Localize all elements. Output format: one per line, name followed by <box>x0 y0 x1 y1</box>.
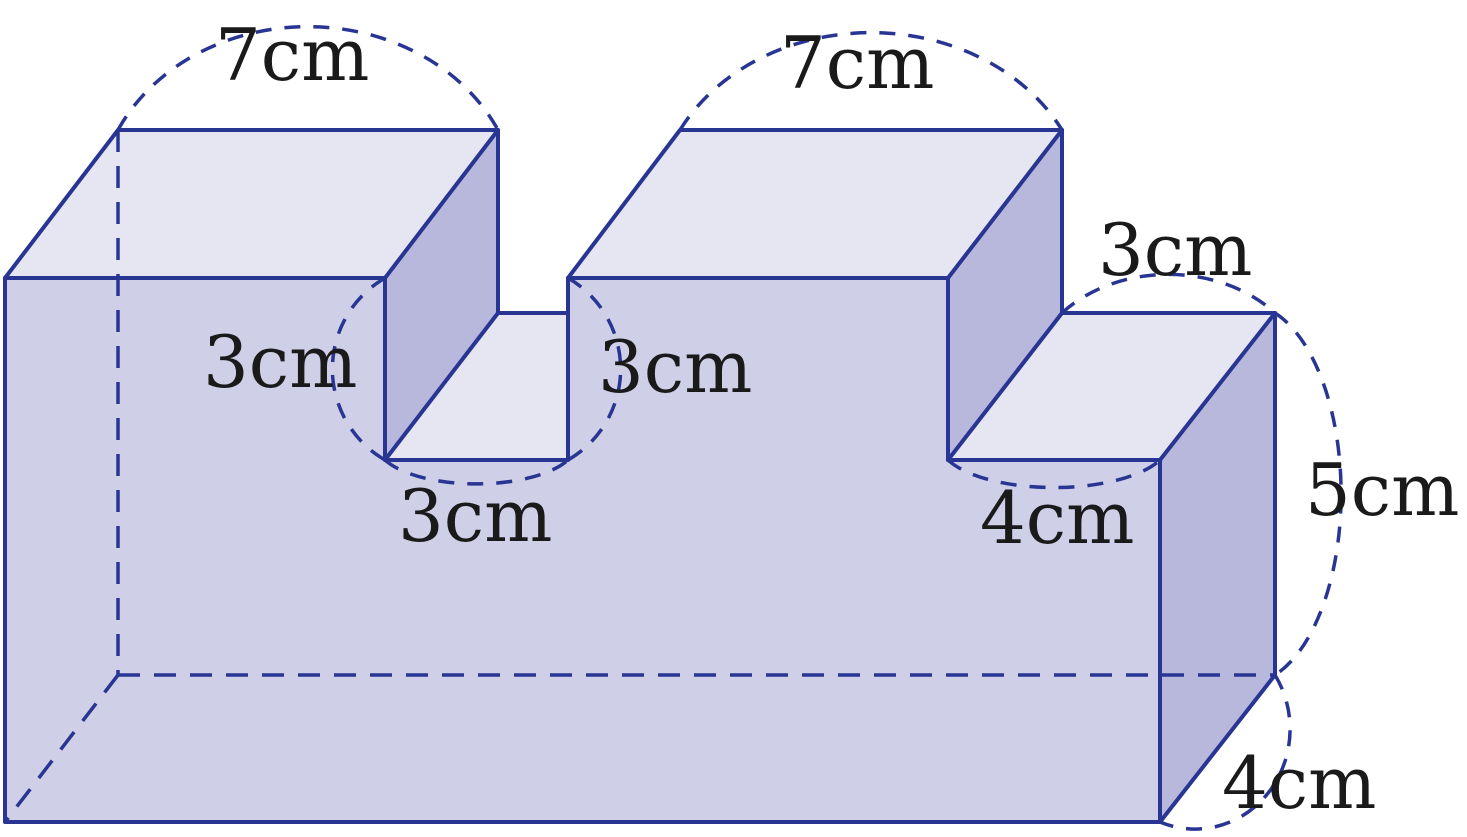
arc-top-left-width <box>116 24 500 131</box>
hidden-edge-depth <box>3 673 120 824</box>
slot-floor-face <box>385 313 568 460</box>
label-slot-width: 3cm <box>398 474 552 558</box>
left-block-top-face <box>5 130 498 278</box>
right-block-top-face <box>568 130 1062 278</box>
left-block-side-face <box>385 130 498 460</box>
left-block-top-edges <box>3 128 500 280</box>
label-step-width: 4cm <box>980 476 1134 560</box>
arc-depth <box>1159 674 1292 831</box>
label-top-left-width: 7cm <box>215 13 369 97</box>
arc-slot-right-depth <box>567 276 623 462</box>
label-slot-right-depth: 3cm <box>598 325 752 409</box>
right-block-top-edges <box>566 128 1064 280</box>
label-depth: 4cm <box>1222 741 1376 825</box>
base-right-side-face <box>1160 313 1275 822</box>
label-top-right-width: 7cm <box>780 21 934 105</box>
label-slot-left-depth: 3cm <box>203 320 357 404</box>
step-floor-face <box>948 313 1275 460</box>
arc-slot-width <box>383 458 570 486</box>
arc-step-depth <box>1060 272 1277 315</box>
right-block-side-face <box>948 130 1062 460</box>
front-face <box>5 278 1160 822</box>
label-step-depth: 3cm <box>1098 208 1252 292</box>
label-total-height: 5cm <box>1305 448 1459 532</box>
arc-top-right-width <box>678 30 1064 131</box>
arc-slot-left-depth <box>330 276 386 462</box>
arc-total-height <box>1274 311 1343 677</box>
